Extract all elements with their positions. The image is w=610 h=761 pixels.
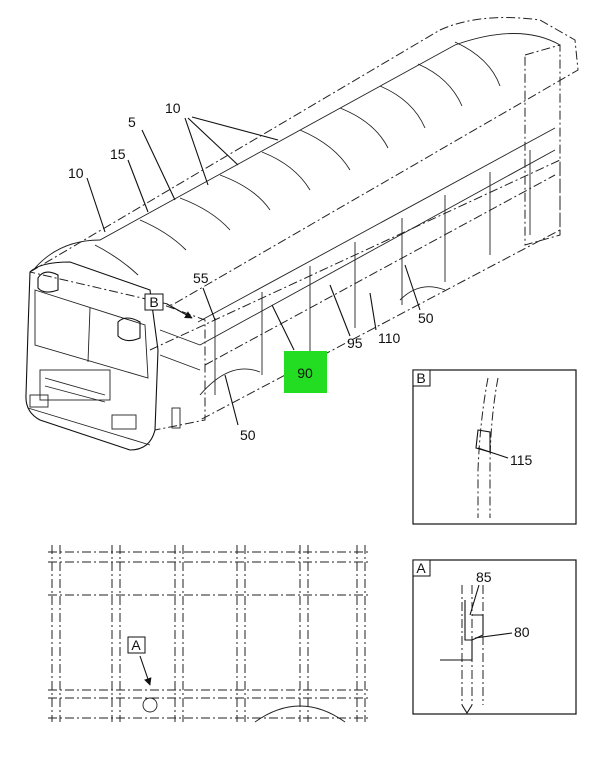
view-b-marker: B [149,294,158,310]
callout-95: 95 [347,335,363,351]
callout-10-top: 10 [165,100,181,116]
callout-5: 5 [128,114,136,130]
callout-10-left: 10 [68,165,84,181]
detail-a-panel [412,559,577,715]
callout-50-bottom: 50 [240,427,256,443]
detail-a-tag: A [416,560,426,576]
callout-50-right: 50 [418,310,434,326]
callout-90[interactable]: 90 [297,365,313,381]
view-a-marker: A [131,637,141,653]
callout-80: 80 [514,624,530,640]
callout-90-highlight[interactable] [284,351,327,393]
detail-b-tag: B [416,370,425,386]
callout-85: 85 [476,569,492,585]
detail-b-panel [412,369,577,525]
callout-115: 115 [510,452,533,468]
view-a-marker-box [127,636,146,654]
leader-lines [86,116,421,426]
callout-15: 15 [110,146,126,162]
floor-plan-view [48,545,368,723]
callout-55: 55 [193,270,209,286]
view-b-marker-box [144,293,164,311]
callout-110: 110 [378,330,401,346]
